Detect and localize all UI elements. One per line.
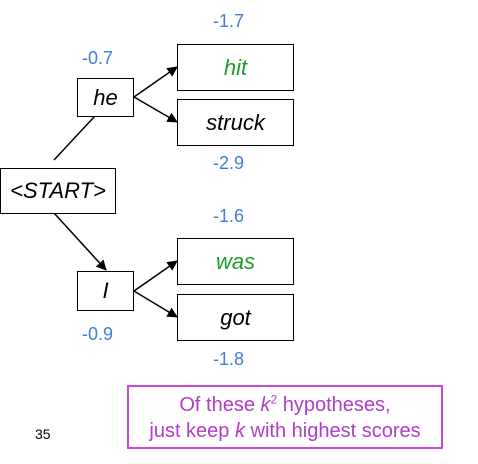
edge-start-i: [53, 212, 107, 271]
node-hit: hit: [177, 44, 294, 91]
edge-i-was: [133, 260, 178, 292]
node-was: was: [177, 238, 294, 285]
score-was: -1.6: [213, 206, 245, 226]
score-got: -1.8: [213, 349, 245, 369]
score-i: -0.9: [82, 324, 114, 344]
node-i: I: [77, 271, 134, 311]
node-he: he: [77, 78, 134, 117]
node-struck: struck: [177, 99, 294, 146]
edge-he-struck: [133, 96, 178, 123]
score-hit: -1.7: [213, 11, 245, 31]
page-number: 35: [35, 426, 51, 442]
note-line-1: Of these k2 hypotheses,: [179, 392, 391, 416]
node-start: <START>: [0, 168, 116, 214]
edge-i-got: [133, 290, 178, 318]
callout-note: Of these k2 hypotheses, just keep k with…: [127, 385, 443, 449]
edge-he-hit: [133, 66, 178, 98]
node-got: got: [177, 294, 294, 341]
note-line-2: just keep k with highest scores: [149, 420, 421, 442]
score-struck: -2.9: [213, 153, 245, 173]
score-he: -0.7: [82, 48, 114, 68]
